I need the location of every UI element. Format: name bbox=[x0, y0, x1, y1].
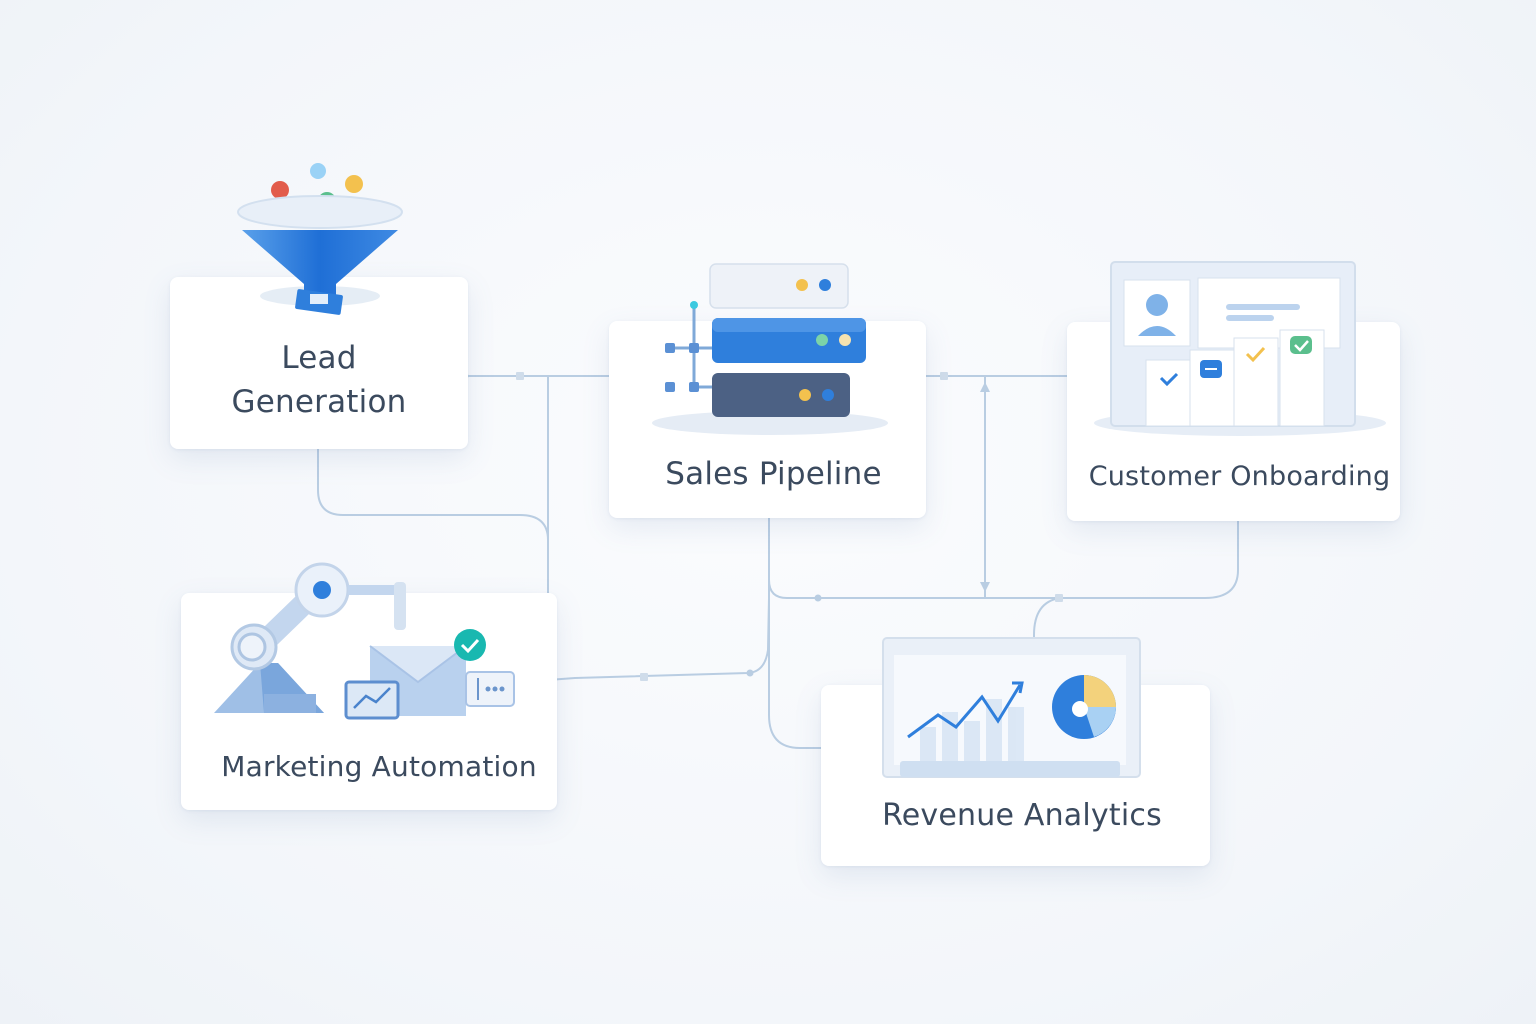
customer-onboarding-label: Customer Onboarding bbox=[1088, 461, 1391, 492]
connector-sales-to-revenue bbox=[768, 580, 833, 749]
onboarding-dashboard-icon bbox=[1094, 261, 1386, 436]
connector-lead-down bbox=[317, 449, 549, 593]
server-stack-icon bbox=[652, 263, 888, 435]
connector-sales-down bbox=[768, 518, 1239, 599]
marketing-automation-label: Marketing Automation bbox=[221, 750, 537, 783]
analytics-chart-icon bbox=[882, 637, 1141, 778]
connector-marketing-to-sales bbox=[547, 597, 770, 681]
connector-to-revenue-top bbox=[1033, 597, 1061, 640]
sales-pipeline-label: Sales Pipeline bbox=[665, 456, 882, 492]
funnel-icon bbox=[237, 163, 403, 315]
revenue-analytics-label: Revenue Analytics bbox=[882, 798, 1162, 833]
robot-arm-email-icon bbox=[214, 562, 515, 720]
